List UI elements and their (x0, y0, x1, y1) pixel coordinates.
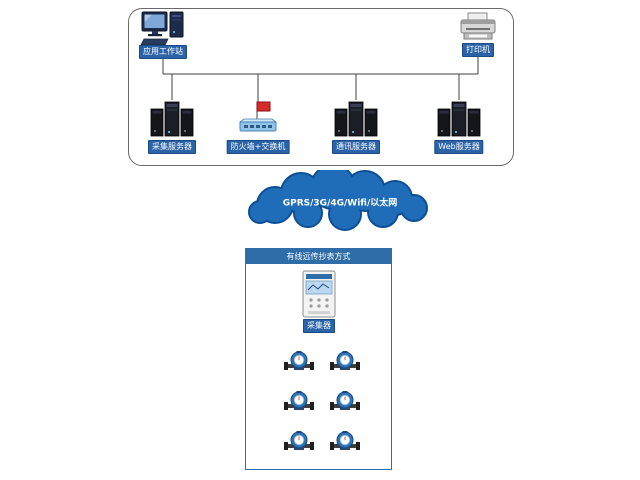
comm-server-label: 通讯服务器 (332, 140, 380, 154)
comm-server-icon (333, 100, 379, 138)
water-meter-icon (330, 391, 360, 413)
server-room-box (128, 8, 514, 166)
collector-label: 采集器 (303, 319, 335, 333)
workstation-icon (140, 11, 184, 46)
collection-server-icon (149, 100, 195, 138)
water-meter-icon (284, 351, 314, 373)
firewall-switch-icon (238, 101, 278, 132)
water-meter-icon (330, 431, 360, 453)
firewall-switch-label: 防火墙+交换机 (226, 140, 290, 154)
water-meter-icon (284, 391, 314, 413)
cloud-label: GPRS/3G/4G/Wifi/以太网 (282, 198, 398, 209)
panel-title: 有线远传抄表方式 (246, 249, 391, 264)
collector-icon (302, 270, 336, 318)
workstation-label: 应用工作站 (139, 45, 187, 59)
network-cloud: GPRS/3G/4G/Wifi/以太网 (233, 164, 447, 232)
web-server-label: Web服务器 (434, 140, 484, 154)
printer-icon (460, 12, 496, 40)
water-meter-icon (284, 431, 314, 453)
cloud-shape (248, 164, 428, 231)
water-meter-icon (330, 351, 360, 373)
collection-server-label: 采集服务器 (148, 140, 196, 154)
printer-label: 打印机 (462, 43, 494, 57)
web-server-icon (436, 100, 482, 138)
